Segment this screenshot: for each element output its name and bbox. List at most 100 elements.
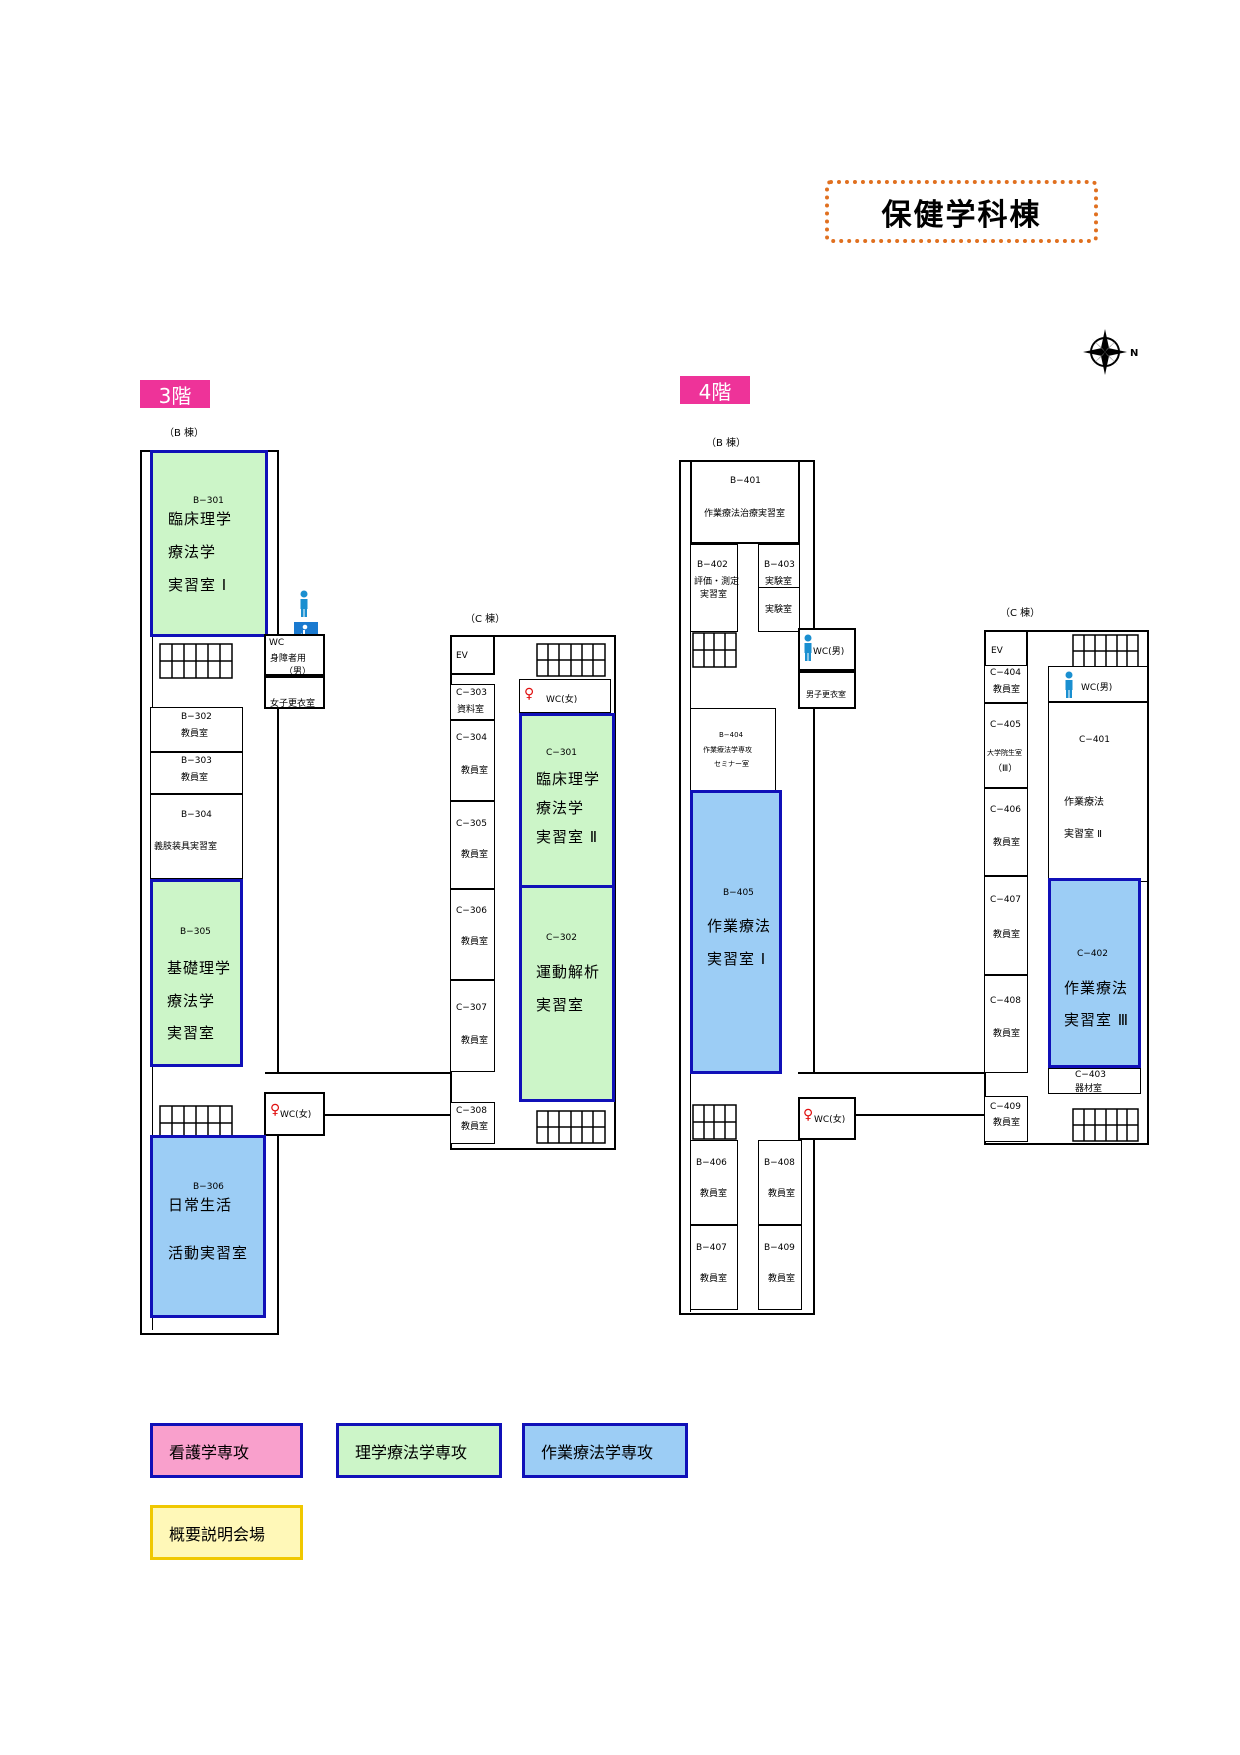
room-c301-line2: 療法学 — [536, 799, 585, 817]
room-b406[interactable]: B−406 教員室 — [690, 1140, 738, 1225]
room-c405-line1: 大学院生室 — [987, 749, 1022, 757]
room-b404-line2: セミナー室 — [714, 760, 749, 768]
room-c405[interactable]: C−405 大学院生室 （Ⅲ） — [984, 703, 1028, 788]
room-b404-number: B−404 — [719, 731, 744, 739]
room-b302-name: 教員室 — [181, 729, 209, 739]
room-c408[interactable]: C−408 教員室 — [984, 975, 1028, 1073]
floor-3-ev[interactable]: EV — [450, 635, 495, 675]
legend-ot: 作業療法学専攻 — [522, 1423, 688, 1478]
room-b302[interactable]: B−302 教員室 — [150, 707, 243, 752]
floor-4-b-building-label: （B 棟） — [706, 438, 747, 449]
room-c304-name: 教員室 — [461, 766, 489, 776]
room-c307-number: C−307 — [456, 1003, 488, 1013]
legend-ot-label: 作業療法学専攻 — [541, 1442, 654, 1462]
room-b405-number: B−405 — [723, 888, 754, 898]
room-c408-name: 教員室 — [993, 1029, 1021, 1039]
floor-4-stairs-3 — [1072, 634, 1139, 668]
room-b306-number: B−306 — [193, 1182, 224, 1192]
room-c306-number: C−306 — [456, 906, 488, 916]
room-c403-number: C−403 — [1075, 1070, 1107, 1080]
room-c308[interactable]: C−308 教員室 — [450, 1102, 495, 1144]
floor-3-b-building-label: （B 棟） — [164, 428, 205, 439]
room-b408-name: 教員室 — [768, 1189, 796, 1199]
room-b409-number: B−409 — [764, 1243, 795, 1253]
female-icon: ♀ — [524, 686, 535, 702]
room-c303-number: C−303 — [456, 688, 488, 698]
male-locker-room[interactable]: 男子更衣室 — [798, 671, 856, 709]
room-b303[interactable]: B−303 教員室 — [150, 752, 243, 794]
room-c406[interactable]: C−406 教員室 — [984, 788, 1028, 876]
room-c305-name: 教員室 — [461, 850, 489, 860]
room-b402[interactable]: B−402 評価・測定 実習室 — [690, 544, 739, 632]
floor-4-stairs-4 — [1072, 1108, 1139, 1142]
room-c304-number: C−304 — [456, 733, 488, 743]
room-b306[interactable]: B−306 日常生活 活動実習室 — [150, 1135, 266, 1318]
room-c303[interactable]: C−303 資料室 — [450, 684, 495, 720]
room-b403-line2: 実験室 — [765, 605, 793, 615]
room-b305-number: B−305 — [180, 927, 211, 937]
room-b303-number: B−303 — [181, 756, 212, 766]
room-c305-number: C−305 — [456, 819, 488, 829]
room-c409[interactable]: C−409 教員室 — [984, 1096, 1028, 1142]
room-b404[interactable]: B−404 作業療法学専攻 セミナー室 — [690, 708, 776, 794]
room-c404-name: 教員室 — [993, 685, 1021, 695]
floor-4-ev[interactable]: EV — [984, 630, 1028, 670]
room-b403-number: B−403 — [764, 560, 795, 570]
room-c409-name: 教員室 — [993, 1118, 1021, 1128]
room-c403[interactable]: C−403 器材室 — [1048, 1068, 1141, 1094]
floor-4-wc-male-c-label: WC(男) — [1081, 683, 1113, 693]
floor-4-stairs-2 — [692, 1104, 737, 1140]
room-c306[interactable]: C−306 教員室 — [450, 889, 495, 980]
room-b403-line1: 実験室 — [765, 577, 793, 587]
legend-briefing: 概要説明会場 — [150, 1505, 303, 1560]
room-b304[interactable]: B−304 義肢装具実習室 — [150, 794, 243, 879]
room-c402-line1: 作業療法 — [1064, 979, 1129, 997]
room-b405[interactable]: B−405 作業療法 実習室 Ⅰ — [690, 790, 782, 1074]
female-icon: ♀ — [803, 1107, 814, 1123]
svg-text:N: N — [1130, 348, 1138, 359]
room-b405-line1: 作業療法 — [707, 917, 772, 935]
room-c302-line1: 運動解析 — [536, 963, 601, 981]
room-c401-line2: 実習室 Ⅱ — [1064, 829, 1103, 840]
room-c402-line2: 実習室 Ⅲ — [1064, 1011, 1130, 1029]
floor-3-stairs-4 — [536, 1110, 606, 1144]
room-b403[interactable]: B−403 実験室 実験室 — [758, 544, 800, 632]
room-b305[interactable]: B−305 基礎理学 療法学 実習室 — [150, 879, 243, 1067]
room-c406-name: 教員室 — [993, 838, 1021, 848]
room-c404[interactable]: C−404 教員室 — [984, 665, 1028, 703]
floor-3-wc-female-c-label: WC(女) — [546, 695, 578, 705]
room-b301[interactable]: B−301 臨床理学 療法学 実習室 Ⅰ — [150, 450, 268, 637]
room-c307[interactable]: C−307 教員室 — [450, 980, 495, 1072]
room-b407-number: B−407 — [696, 1243, 727, 1253]
room-c302-number: C−302 — [546, 933, 578, 943]
room-b409[interactable]: B−409 教員室 — [758, 1225, 802, 1310]
room-c407[interactable]: C−407 教員室 — [984, 876, 1028, 975]
floor-4-wc-male-b[interactable]: WC(男) — [798, 628, 856, 671]
room-b401[interactable]: B−401 作業療法治療実習室 — [690, 460, 800, 544]
room-b305-line1: 基礎理学 — [167, 959, 232, 977]
floor-3-wc-female-b[interactable]: ♀ WC(女) — [264, 1092, 325, 1136]
room-c302[interactable]: C−302 運動解析 実習室 — [519, 885, 615, 1102]
female-locker-room[interactable]: 女子更衣室 — [264, 676, 325, 709]
room-b407[interactable]: B−407 教員室 — [690, 1225, 738, 1310]
floor-4-wc-female[interactable]: ♀ WC(女) — [798, 1097, 856, 1140]
room-c403-name: 器材室 — [1075, 1084, 1103, 1094]
room-b304-name: 義肢装具実習室 — [154, 842, 218, 852]
floor-4-stairs-1 — [692, 632, 737, 668]
room-c402[interactable]: C−402 作業療法 実習室 Ⅲ — [1048, 878, 1141, 1068]
room-b408[interactable]: B−408 教員室 — [758, 1140, 802, 1225]
room-c304[interactable]: C−304 教員室 — [450, 720, 495, 801]
room-c301[interactable]: C−301 臨床理学 療法学 実習室 Ⅱ — [519, 713, 615, 888]
floor-3-wc-female-c[interactable]: ♀ WC(女) — [519, 679, 611, 713]
building-title: 保健学科棟 — [825, 180, 1098, 243]
legend-briefing-label: 概要説明会場 — [169, 1524, 266, 1544]
room-c407-number: C−407 — [990, 895, 1022, 905]
floor-4-wc-male-c[interactable]: WC(男) — [1048, 666, 1148, 702]
room-c303-name: 資料室 — [457, 705, 485, 715]
room-b301-line3: 実習室 Ⅰ — [168, 576, 228, 594]
accessible-wc[interactable]: WC 身障者用 （男） — [264, 634, 325, 677]
room-c306-name: 教員室 — [461, 937, 489, 947]
room-c305[interactable]: C−305 教員室 — [450, 801, 495, 889]
room-b404-line1: 作業療法学専攻 — [703, 746, 752, 754]
room-c401[interactable]: C−401 作業療法 実習室 Ⅱ — [1048, 702, 1148, 882]
